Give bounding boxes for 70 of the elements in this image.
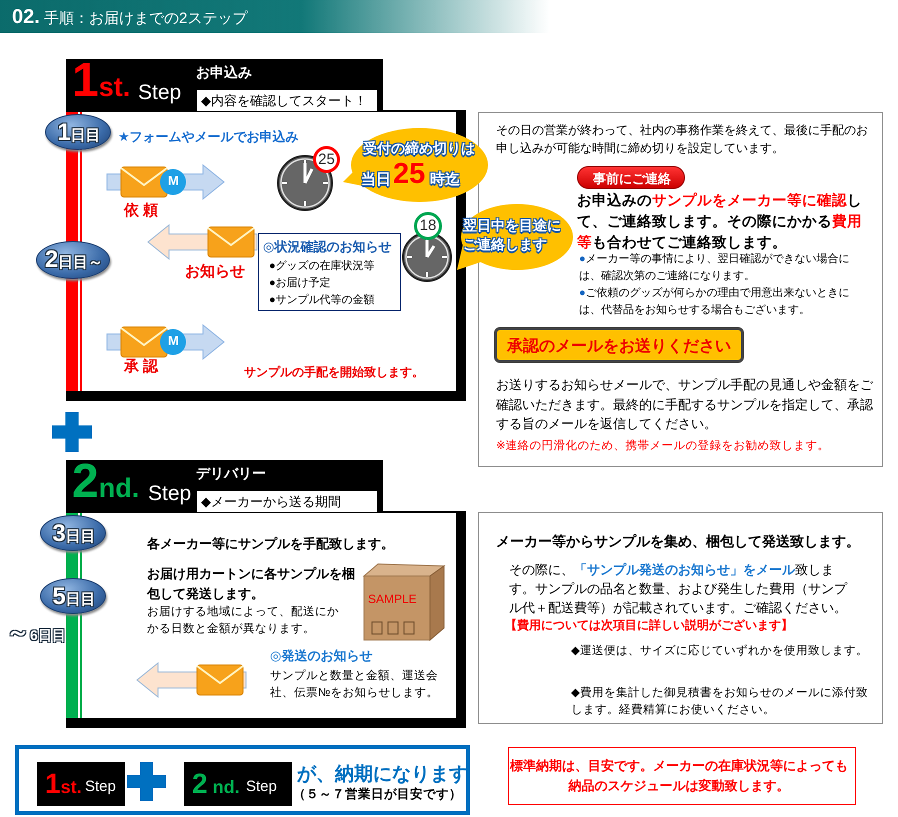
step-text: お届けする地域によって、配送にかかる日数と金額が異なります。: [147, 604, 340, 637]
title-text: 02. 手順：お届けまでの2ステップ: [12, 6, 248, 29]
step-number: 1st.: [45, 768, 82, 800]
pill-text: 事前にご連絡: [592, 170, 672, 188]
step-number: 2 nd.: [192, 768, 240, 800]
day-text: ～6日目: [6, 618, 66, 648]
day-badge: [36, 241, 110, 279]
info-box: [478, 112, 883, 467]
bubble-text: 翌日中を目途にご連絡します: [463, 216, 562, 254]
mail-label: お知らせ: [185, 262, 245, 281]
box-label: SAMPLE: [368, 592, 417, 606]
note-text: 標準納期は、目安です。メーカーの在庫状況等によっても納品のスケジュールは変動致します。: [509, 757, 849, 795]
mail-label: 承 認: [124, 357, 158, 376]
step-text: お届け用カートンに各サンプルを梱包して発送します。: [147, 565, 356, 603]
step-label: Step: [246, 778, 277, 795]
info-box: [478, 512, 883, 724]
step-text: サンプルと数量と金額、運送会社、伝票№をお知らせします。: [270, 668, 440, 701]
summary-text: （５～７営業日が目安です）: [293, 786, 462, 803]
info-note: ※連絡の円滑化のため、携帯メールの登録をお勧め致します。: [496, 438, 830, 453]
info-bullet: ●メーカー等の事情により、翌日確認ができない場合には、確認次第のご連絡になります。: [579, 252, 851, 284]
mail-label: 依 頼: [124, 201, 158, 220]
bubble-text: 時迄: [430, 170, 460, 189]
step-number: 1st.: [72, 53, 130, 108]
day-text: 3日目: [51, 520, 97, 548]
notice-box: [258, 233, 401, 311]
info-heading: メーカー等からサンプルを集め、梱包して発送致します。: [496, 533, 860, 551]
info-bullet: ◆費用を集計した御見積書をお知らせのメールに添付致します。経費精算にお使いください。: [571, 685, 869, 718]
badge-letter: M: [168, 173, 179, 188]
day-badge: [45, 114, 111, 150]
info-emphasis: お申込みのサンプルをメーカー等に確認して、ご連絡致します。その際にかかる費用等も合わせてご連絡致します。: [577, 192, 863, 253]
notice-title: ◎状況確認のお知らせ: [263, 238, 392, 256]
bubble-text: 当日: [361, 170, 391, 189]
day-text: 2日目～: [44, 246, 104, 274]
day-text: 1日目: [56, 119, 102, 147]
number-text: 18: [418, 217, 438, 234]
note-box: [508, 747, 856, 805]
step-tag: [37, 762, 125, 806]
step-text: 各メーカー等にサンプルを手配致します。: [147, 535, 394, 553]
step-subtitle: ◆内容を確認してスタート！: [197, 90, 377, 111]
callout-button: [494, 327, 744, 363]
status-note: サンプルの手配を開始致します。: [244, 364, 424, 381]
info-text: お送りするお知らせメールで、サンプル手配の見通しや金額をご確認いただきます。最終的に手配するサンプルを指定して、承認する旨のメールを返信してください。: [496, 376, 874, 433]
label-pill: [577, 166, 685, 189]
button-text: 承認のメールをお送りください: [506, 336, 732, 357]
step-title: お申込み: [196, 64, 252, 82]
badge-letter: M: [168, 333, 179, 348]
step-label: Step: [85, 778, 116, 795]
bubble-number: 25: [393, 158, 426, 191]
info-text: その日の営業が終わって、社内の事務作業を終えて、最後に手配のお申し込みが可能な時間に締め切りを設定しています。: [496, 122, 868, 157]
notice-title: ◎発送のお知らせ: [270, 647, 372, 665]
step-subtitle: ◆メーカーから送る期間: [197, 491, 377, 512]
info-note: 【費用については次項目に詳しい説明がございます】: [505, 617, 793, 634]
step-label: Step: [148, 482, 192, 506]
day-badge: [40, 515, 106, 551]
number-text: 25: [317, 151, 336, 168]
step-number: 2nd.: [72, 454, 140, 509]
info-bullet: ●ご依頼のグッズが何らかの理由で用意出来ないときには、代替品をお知らせする場合もございます。: [579, 286, 851, 318]
notice-item: ●サンプル代等の金額: [269, 292, 375, 307]
form-note: ★フォームやメールでお申込み: [118, 128, 299, 146]
summary-box: [15, 745, 470, 815]
notice-item: ●お届け予定: [269, 276, 331, 290]
info-bullet: ◆運送便は、サイズに応じていずれかを使用致します。: [571, 643, 869, 659]
day-text: 5日目: [51, 583, 97, 611]
bubble-text: 受付の締め切りは: [363, 140, 475, 158]
step-label: Step: [138, 81, 182, 105]
notice-item: ●グッズの在庫状況等: [269, 258, 375, 273]
step-title: デリバリー: [196, 465, 266, 483]
summary-text: が、納期になります: [297, 763, 468, 787]
step-tag: [184, 762, 292, 806]
info-text: その際に、「サンプル発送のお知らせ」をメール致します。サンプルの品名と数量、および発生した費用（サンプル代＋配送費等）が記載されています。ご確認ください。: [509, 561, 848, 617]
